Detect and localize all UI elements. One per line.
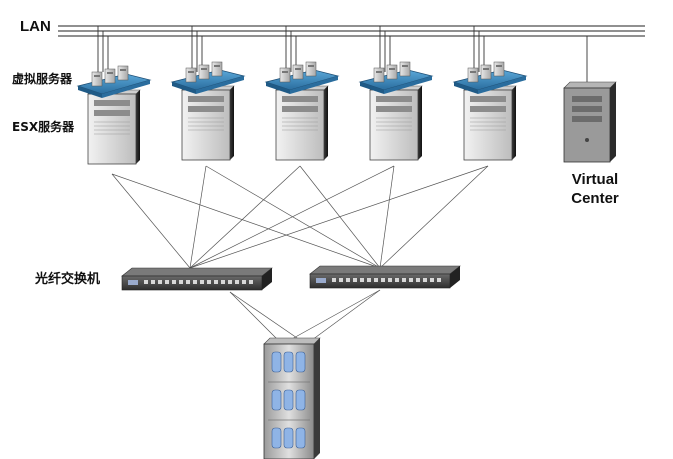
- virtual-center-label: Virtual Center: [566, 170, 624, 208]
- tower-server-icon: [171, 61, 245, 161]
- esx-server-3: [265, 61, 339, 161]
- esx-server-4: [359, 61, 433, 161]
- tower-server-icon: [77, 65, 151, 165]
- lan-drop-lines: [97, 26, 588, 82]
- tower-server-icon: [265, 61, 339, 161]
- fibre-channel-switch-icon: [121, 267, 273, 291]
- fiber-switch-label: 光纤交换机: [35, 272, 101, 287]
- esx-servers-label: ESX服务器: [12, 120, 75, 134]
- lan-bus-icon: [58, 25, 645, 37]
- virtual-servers-label: 虚拟服务器: [12, 72, 73, 86]
- storage-array-icon: [263, 337, 321, 459]
- esx-server-1: [77, 65, 151, 165]
- fibre-channel-switch-icon: [309, 265, 461, 289]
- virtual-center-label-line2: Center: [571, 190, 619, 207]
- virtual-center-server-icon: [563, 81, 617, 163]
- fibre-switch-1: [121, 267, 273, 291]
- lan-label: LAN: [20, 18, 51, 35]
- fibre-link-lines: [111, 165, 489, 341]
- virtual-center-label-line1: Virtual: [571, 171, 619, 188]
- tower-server-icon: [453, 61, 527, 161]
- tower-server-icon: [359, 61, 433, 161]
- esx-server-5: [453, 61, 527, 161]
- fibre-switch-2: [309, 265, 461, 289]
- esx-server-2: [171, 61, 245, 161]
